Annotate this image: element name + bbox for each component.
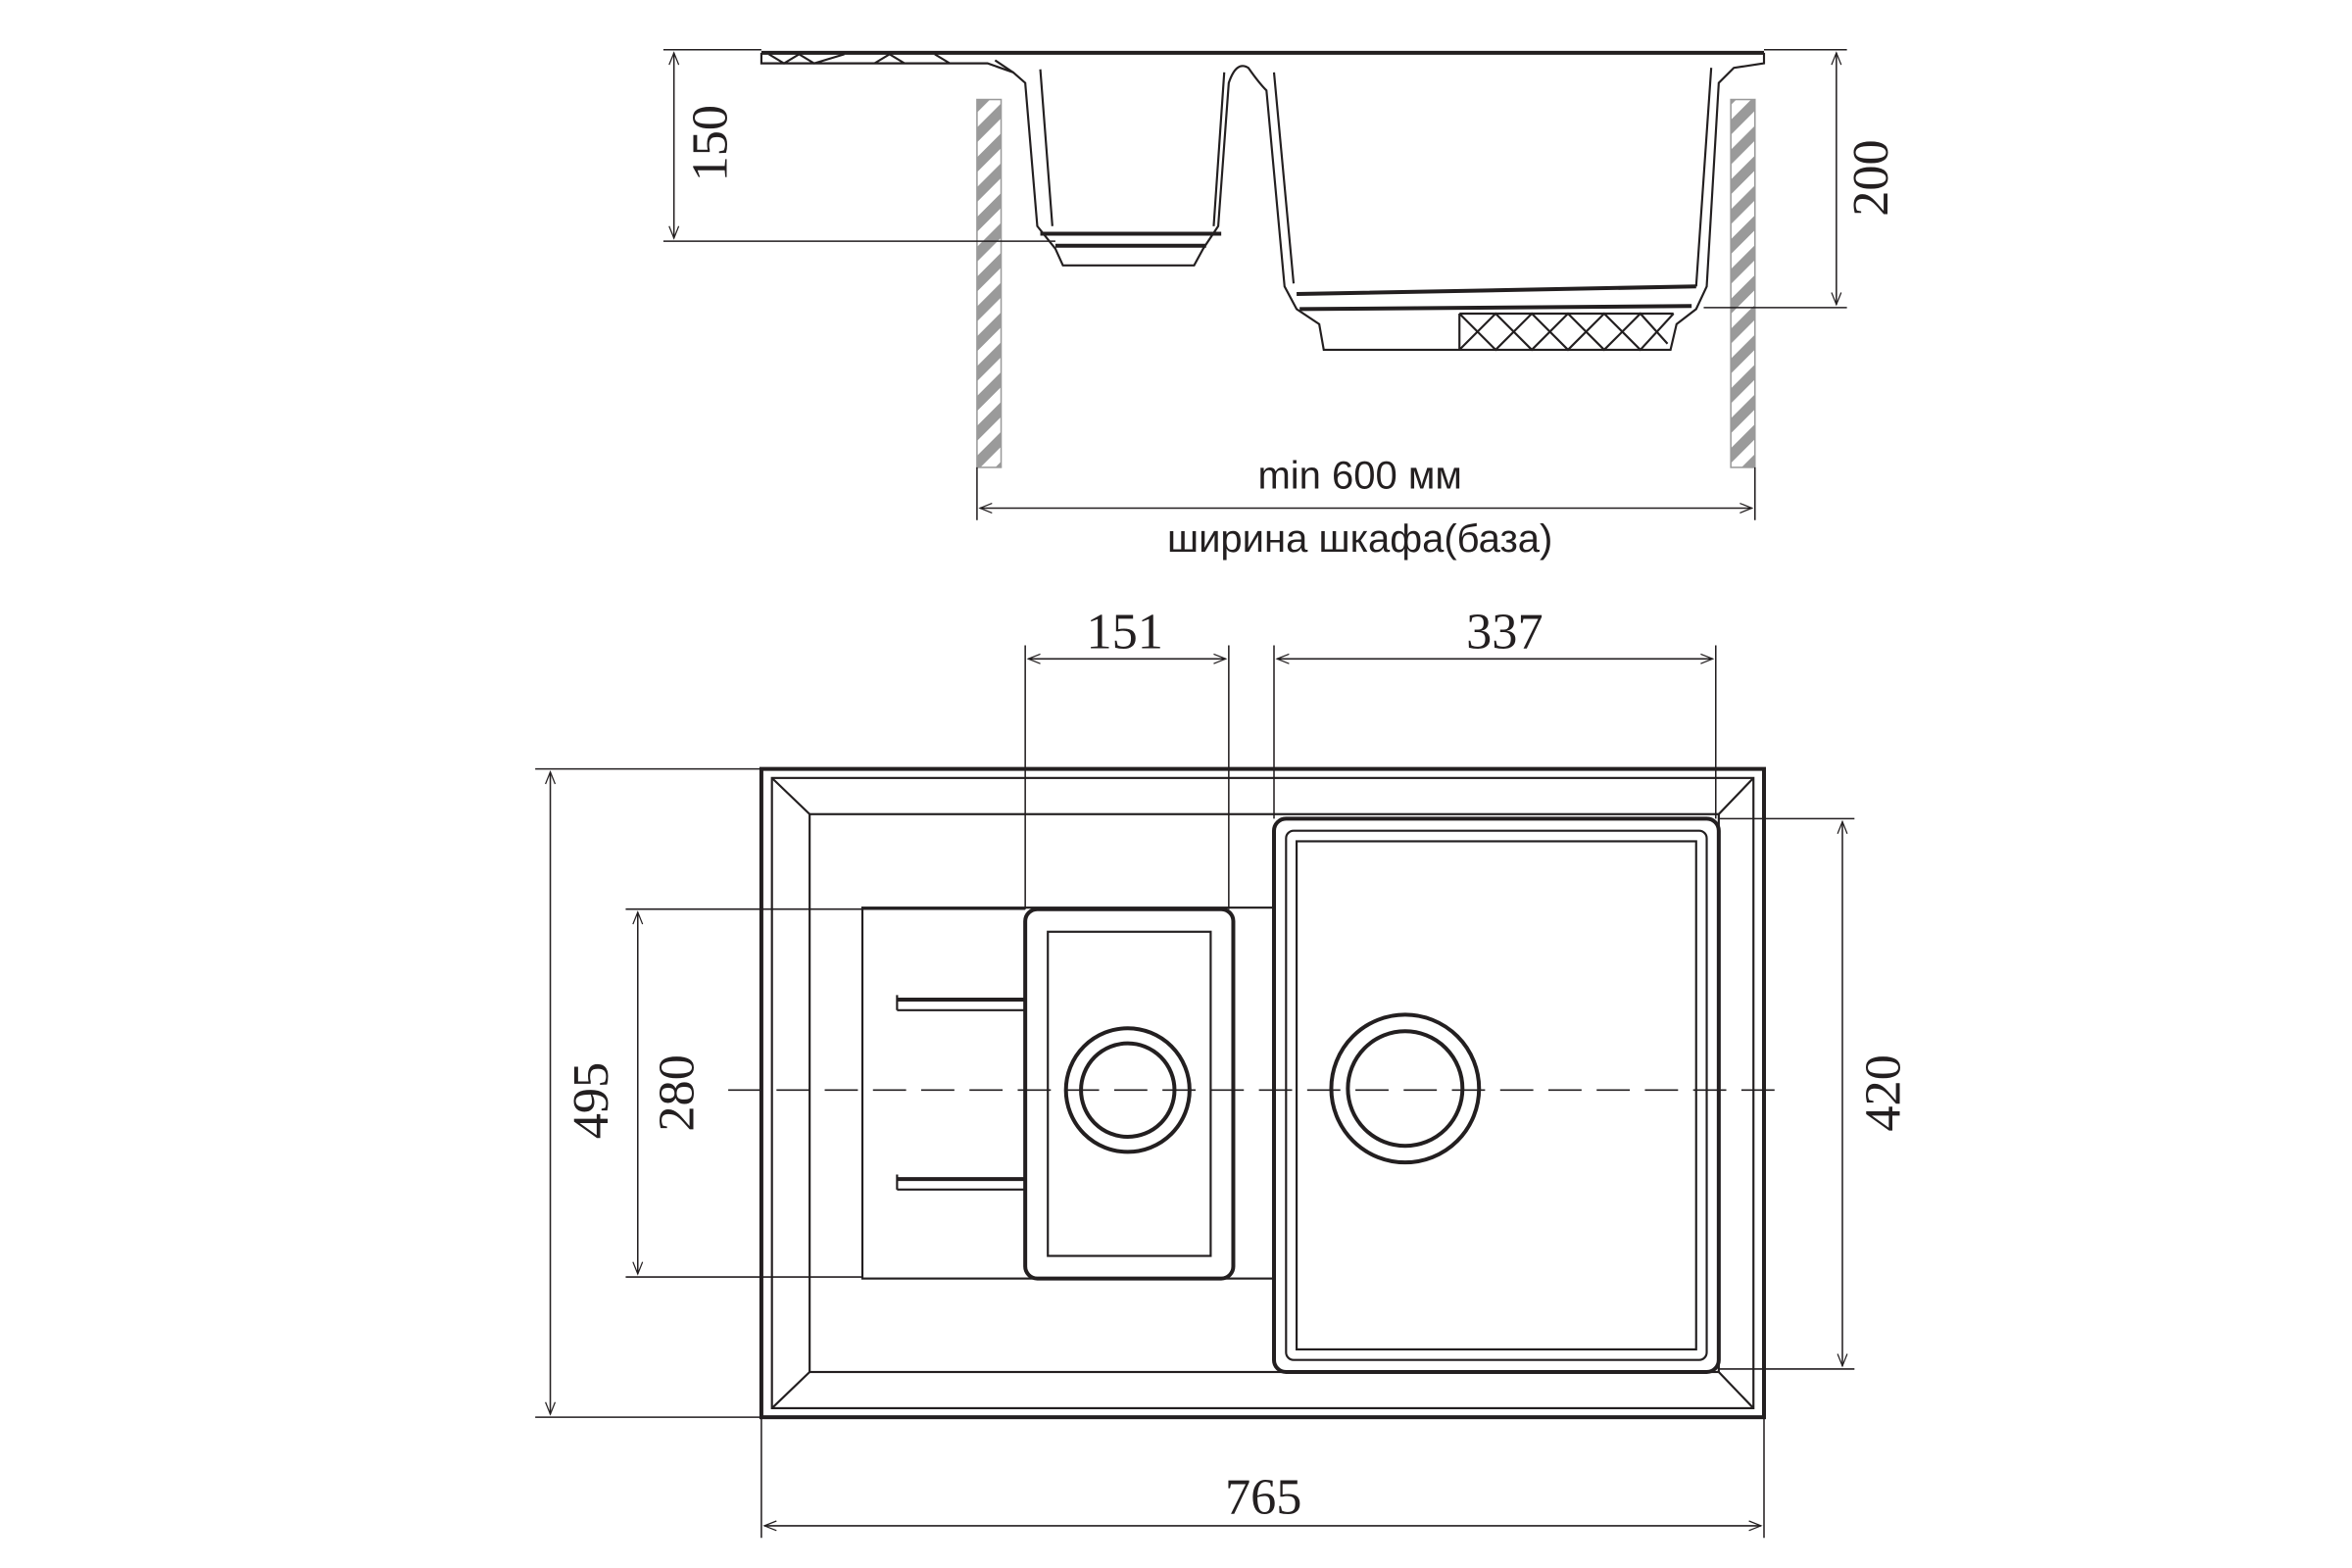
small-bowl xyxy=(1023,906,1236,1281)
dim-337: 337 xyxy=(1466,604,1543,661)
dim-280: 280 xyxy=(649,1054,706,1131)
large-drain xyxy=(1329,1012,1482,1165)
top-view: 151 337 495 280 420 765 xyxy=(535,604,1911,1539)
dim-151: 151 xyxy=(1086,604,1162,661)
cabinet-wall-right xyxy=(1730,98,1756,468)
sink-outline xyxy=(759,766,1766,1420)
dim-200: 200 xyxy=(1842,139,1899,216)
cabinet-width-label: ширина шкафа(база) xyxy=(1167,517,1552,561)
dim-495: 495 xyxy=(563,1062,619,1139)
cabinet-min-width: min 600 мм xyxy=(1257,454,1461,497)
large-bowl xyxy=(1272,816,1721,1375)
dim-765: 765 xyxy=(1225,1469,1301,1526)
dim-150: 150 xyxy=(682,105,739,181)
cabinet-wall-left xyxy=(976,98,1003,468)
sink-profile xyxy=(760,50,1766,352)
dim-420: 420 xyxy=(1854,1054,1911,1131)
drainer xyxy=(860,906,1276,1280)
side-view: 150 200 min 600 мм ширина шкафа(база) xyxy=(662,49,1899,561)
